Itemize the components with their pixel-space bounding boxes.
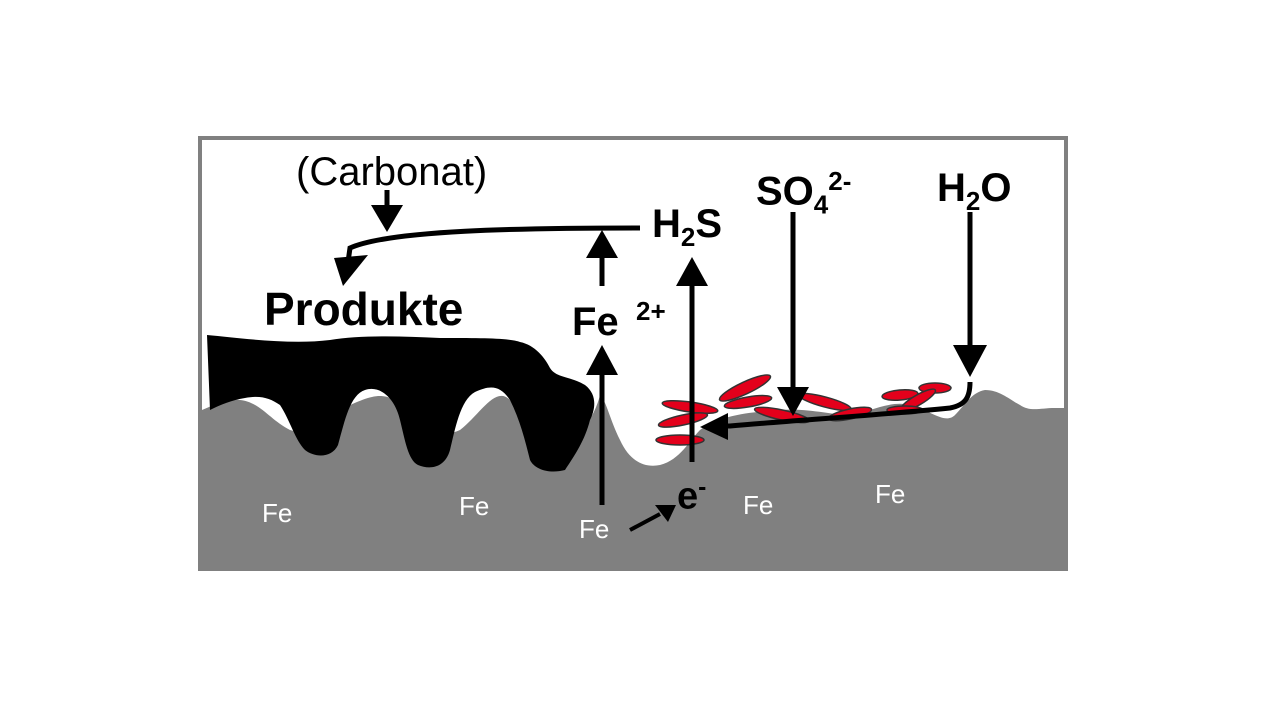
- h2o-to-bacteria-arrow: [722, 381, 973, 429]
- arrowhead: [953, 345, 987, 377]
- fe-metal-label: Fe: [875, 479, 906, 509]
- h2s-subscript: 2: [680, 222, 696, 252]
- h2o-main: H: [937, 166, 966, 210]
- so4-main: SO: [756, 169, 814, 214]
- electron-main: e: [677, 475, 699, 518]
- h2o-tail: O: [980, 166, 1012, 210]
- arrowhead: [586, 345, 618, 375]
- fe-metal-label: Fe: [743, 490, 774, 520]
- arrowhead: [777, 387, 809, 416]
- so4-charge: 2-: [828, 166, 852, 196]
- electron-charge: -: [698, 474, 707, 501]
- h2o-subscript: 2: [965, 186, 981, 216]
- so4-label: SO42-: [756, 168, 851, 217]
- arrowhead: [334, 255, 368, 286]
- arrowhead: [655, 505, 676, 522]
- fe-ion-charge: 2+: [636, 296, 666, 326]
- fe-to-electron-arrow: [629, 512, 661, 532]
- arrowhead: [700, 413, 728, 440]
- bacterium: [655, 434, 705, 446]
- arrow-heads: [334, 205, 987, 522]
- arrowhead: [676, 257, 708, 286]
- fe-metal-label: Fe: [459, 491, 490, 521]
- fe-metal-label: Fe: [262, 498, 293, 528]
- fe-ion-main: Fe: [572, 300, 619, 344]
- h2s-main: H: [652, 202, 681, 246]
- carbonat-label: (Carbonat): [296, 150, 488, 194]
- h2s-tail: S: [695, 202, 723, 246]
- bacterium: [718, 374, 772, 402]
- fe-metal-label: Fe: [579, 514, 610, 544]
- fe-ion-label: Fe: [572, 302, 619, 342]
- produkte-label: Produkte: [264, 283, 464, 335]
- h2s-label: H2S: [652, 204, 722, 250]
- h2s-to-produkte-arrow: [345, 225, 641, 263]
- corrosion-product-deposit: [207, 335, 595, 472]
- bacterium: [657, 412, 709, 428]
- h2o-label: H2O: [937, 168, 1011, 214]
- electron-label: e-: [677, 474, 707, 518]
- so4-subscript: 4: [813, 189, 829, 220]
- bacterium: [723, 394, 773, 410]
- bacterium: [881, 389, 919, 401]
- arrowhead: [371, 205, 403, 232]
- arrowhead: [586, 230, 618, 258]
